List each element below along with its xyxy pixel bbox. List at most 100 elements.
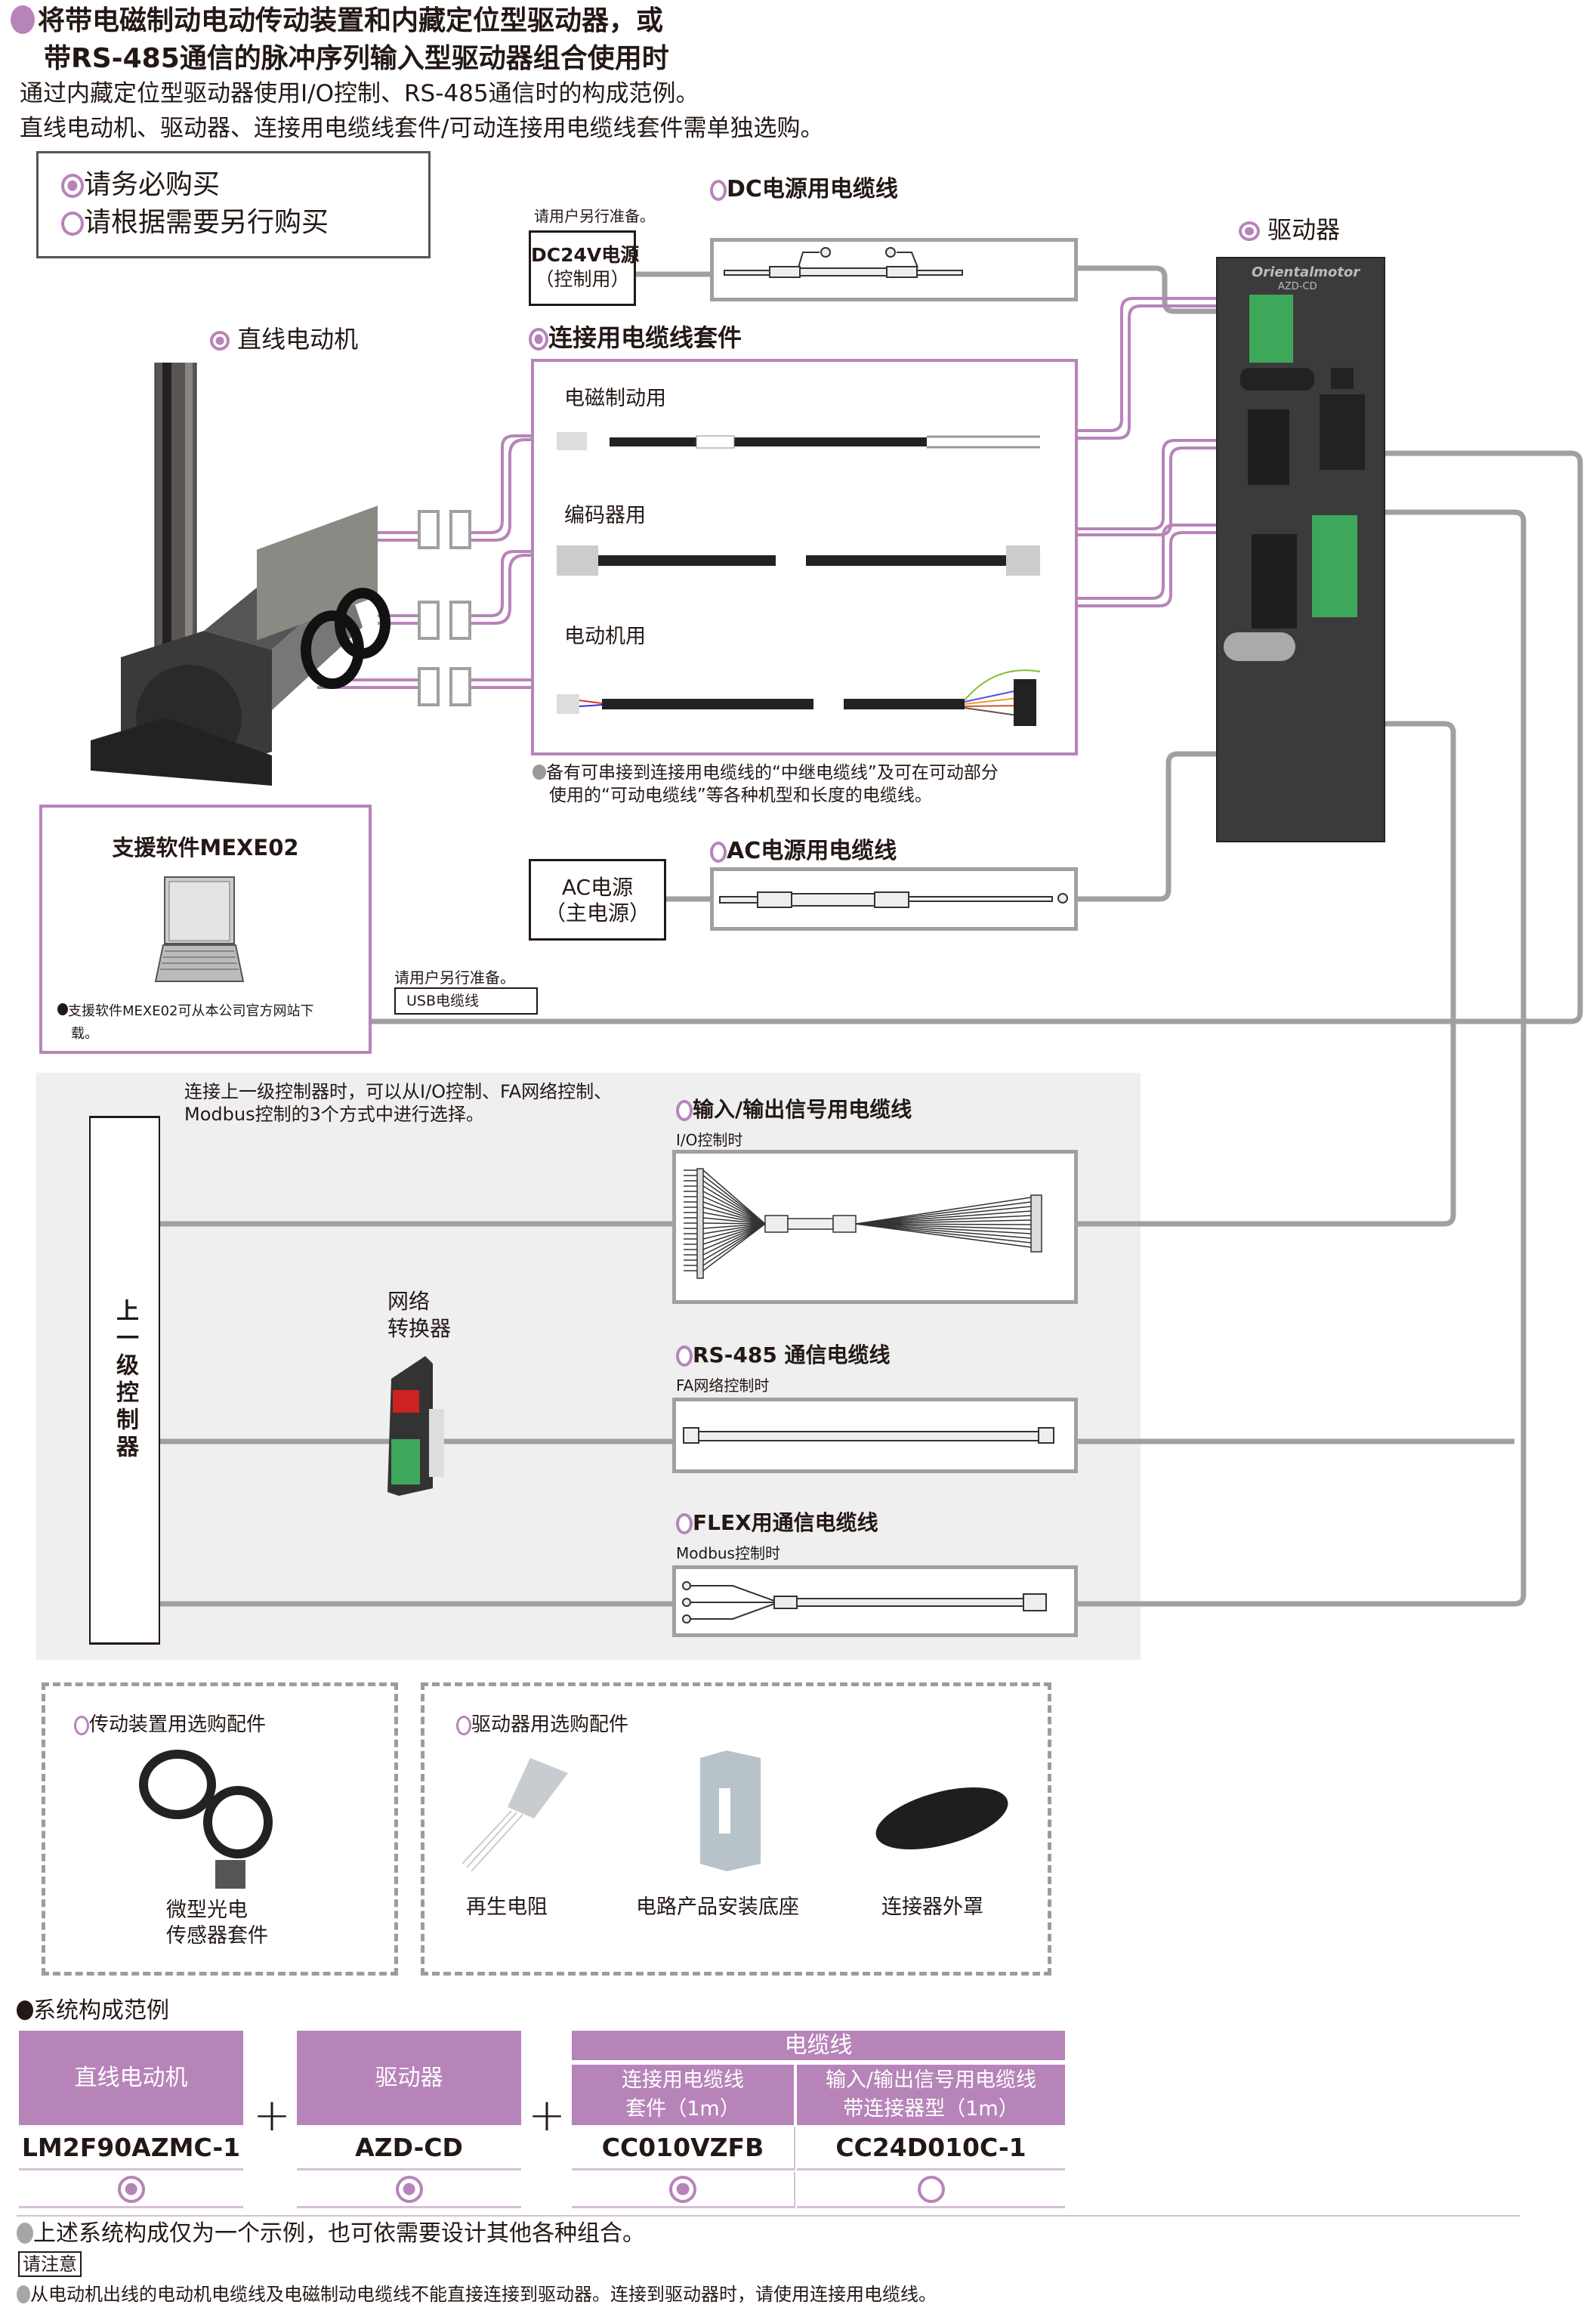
- ac-cable-title: AC电源用电缆线: [710, 837, 897, 866]
- io-wire-strand: [855, 1201, 1032, 1225]
- upper-controller-note: 连接上一级控制器时，可以从I/O控制、FA网络控制、 Modbus控制的3个方式…: [184, 1080, 612, 1126]
- required-radio-icon: [210, 331, 230, 351]
- mounting-bracket-label: 电路产品安装底座: [636, 1895, 799, 1919]
- legend-optional-label: 请根据需要另行购买: [84, 207, 329, 238]
- io-wire-strand: [855, 1206, 1032, 1225]
- rs485-ports: [1320, 394, 1365, 470]
- io-wire-strand: [855, 1219, 1032, 1225]
- wire-dc-cable-to-driver-cn1: [1076, 265, 1263, 314]
- wire-kit-motor-to-cn3: [1078, 524, 1265, 600]
- network-converter-image: [384, 1356, 452, 1496]
- motor-label: 直线电动机: [237, 325, 359, 354]
- optional-radio-icon: [710, 179, 727, 201]
- mounting-bracket-image: [693, 1750, 761, 1871]
- table-header-kit-line-2: 套件（1m）: [625, 2097, 740, 2121]
- connector-junction-motor-a: [418, 667, 440, 706]
- table-mark-driver: [297, 2172, 521, 2208]
- kit-title-label: 连接用电缆线套件: [548, 323, 742, 352]
- io-wire-strand: [855, 1223, 1032, 1244]
- gray-bullet-icon: [17, 2285, 30, 2303]
- regen-resistor-image: [462, 1758, 583, 1872]
- kit-note-line-2: 使用的“可动电缆线”等各种机型和长度的电缆线。: [549, 786, 932, 805]
- gray-bullet-icon: [17, 2223, 33, 2244]
- io-cable-title: 输入/输出信号用电缆线: [676, 1095, 912, 1124]
- cn3-motor-connector: [1248, 409, 1289, 485]
- dc-cable-image: [710, 238, 1078, 301]
- upper-controller-box: 上一级控制器: [89, 1116, 160, 1645]
- caution-note: 从电动机出线的电动机电缆线及电磁制动电缆线不能直接连接到驱动器。连接到驱动器时，…: [17, 2282, 937, 2307]
- kit-note: 备有可串接到连接用电缆线的“中继电缆线”及可在可动部分 使用的“可动电缆线”等各…: [533, 762, 999, 807]
- photo-sensor-kit-line-2: 传感器套件: [166, 1924, 268, 1948]
- flex-cable-label: FLEX用通信电缆线: [693, 1510, 878, 1535]
- wire-io-cable-to-driver-cn5: [160, 721, 1456, 1227]
- legend-box: 请务必购买 请根据需要另行购买: [36, 151, 431, 258]
- caution-text: 从电动机出线的电动机电缆线及电磁制动电缆线不能直接连接到驱动器。连接到驱动器时，…: [30, 2284, 937, 2305]
- flex-cable-title: FLEX用通信电缆线: [676, 1509, 878, 1537]
- rs485-cable-title: RS-485 通信电缆线: [676, 1341, 891, 1370]
- legend-optional: 请根据需要另行购买: [61, 206, 329, 239]
- software-note-line-2: 载。: [71, 1026, 98, 1042]
- footer-divider: [17, 2215, 1520, 2217]
- laptop-icon: [154, 876, 267, 985]
- description-line-1: 通过内藏定位型驱动器使用I/O控制、RS-485通信时的构成范例。: [20, 80, 699, 107]
- cable-kit-box: 电磁制动用 编码器用 电动机用: [531, 359, 1078, 755]
- optional-radio-icon: [61, 212, 84, 236]
- flex-cable-sub: Modbus控制时: [676, 1544, 780, 1562]
- cn4-power-connector: [1252, 534, 1297, 629]
- io-wire-strand: [855, 1223, 1032, 1234]
- driver-options-title: 驱动器用选购配件: [456, 1710, 628, 1739]
- io-wire-strand: [684, 1222, 766, 1225]
- driver-model-print: AZD-CD: [1278, 281, 1317, 292]
- dc24v-power-box: DC24V电源 （控制用）: [529, 230, 640, 306]
- upper-controller-label: 上一级控制器: [112, 1299, 138, 1462]
- linear-motor-drawing: [91, 343, 391, 786]
- cn5-io-connector: [1312, 515, 1357, 617]
- system-example-title: 系统构成范例: [17, 1996, 169, 2026]
- dc24v-power-label: DC24V电源: [531, 244, 640, 266]
- example-note-text: 上述系统构成仅为一个示例，也可依需要设计其他各种组合。: [33, 2220, 645, 2247]
- required-radio-icon: [529, 328, 548, 351]
- io-cable-sub: I/O控制时: [676, 1131, 743, 1149]
- regen-resistor-label: 再生电阻: [466, 1895, 548, 1919]
- ac-cable-drawing: [719, 891, 1068, 908]
- kit-note-line-1: 备有可串接到连接用电缆线的“中继电缆线”及可在可动部分: [546, 763, 999, 783]
- software-note-line-1: 支援软件MEXE02可从本公司官方网站下: [68, 1003, 314, 1019]
- table-model-io-cable: CC24D010C-1: [797, 2127, 1065, 2170]
- required-radio-icon: [117, 2175, 145, 2203]
- wire-flex-to-driver: [160, 509, 1527, 1607]
- driver-options-label: 驱动器用选购配件: [471, 1713, 629, 1736]
- brake-cable-image: [557, 426, 1048, 456]
- required-radio-icon: [61, 174, 84, 198]
- io-wire-strand: [855, 1223, 1032, 1230]
- wire-usb-to-driver: [370, 450, 1583, 1024]
- photo-sensor-kit-label: 微型光电 传感器套件: [166, 1898, 268, 1949]
- optional-radio-icon: [676, 1100, 693, 1121]
- actuator-options-label: 传动装置用选购配件: [89, 1713, 267, 1736]
- optional-radio-icon: [917, 2175, 945, 2203]
- optional-radio-icon: [456, 1715, 471, 1735]
- rs485-cable-sub: FA网络控制时: [676, 1376, 770, 1395]
- kit-item-encoder-label: 编码器用: [564, 504, 646, 527]
- photo-sensor-kit-line-1: 微型光电: [166, 1898, 248, 1922]
- description-line-2: 直线电动机、驱动器、连接用电缆线套件/可动连接用电缆线套件需单独选购。: [20, 115, 824, 142]
- upper-controller-panel-content: 连接上一级控制器时，可以从I/O控制、FA网络控制、 Modbus控制的3个方式…: [36, 1073, 1141, 1660]
- io-wire-strand: [855, 1197, 1032, 1225]
- io-wire-strand: [855, 1223, 1032, 1248]
- optional-radio-icon: [676, 1345, 693, 1367]
- ac-power-sub: （主电源）: [544, 901, 650, 925]
- io-wire-strand: [855, 1210, 1032, 1225]
- upper-controller-note-line-2: Modbus控制的3个方式中进行选择。: [184, 1104, 484, 1125]
- motor-title: 直线电动机: [210, 325, 358, 354]
- software-note: 支援软件MEXE02可从本公司官方网站下 载。: [57, 1000, 314, 1046]
- ac-power-box: AC电源 （主电源）: [529, 859, 666, 941]
- table-header-motor: 直线电动机: [19, 2031, 243, 2125]
- table-header-cable-group: 电缆线: [572, 2031, 1065, 2062]
- driver-title: 驱动器: [1239, 215, 1340, 244]
- kit-title: 连接用电缆线套件: [529, 323, 742, 352]
- table-header-driver: 驱动器: [297, 2031, 521, 2125]
- required-radio-icon: [395, 2175, 423, 2203]
- title-line-1: 将带电磁制动电动传动装置和内藏定位型驱动器，或: [38, 5, 664, 36]
- example-note: 上述系统构成仅为一个示例，也可依需要设计其他各种组合。: [17, 2220, 645, 2248]
- io-wire-strand: [855, 1223, 1032, 1225]
- table-header-kit: 连接用电缆线 套件（1m）: [572, 2065, 795, 2125]
